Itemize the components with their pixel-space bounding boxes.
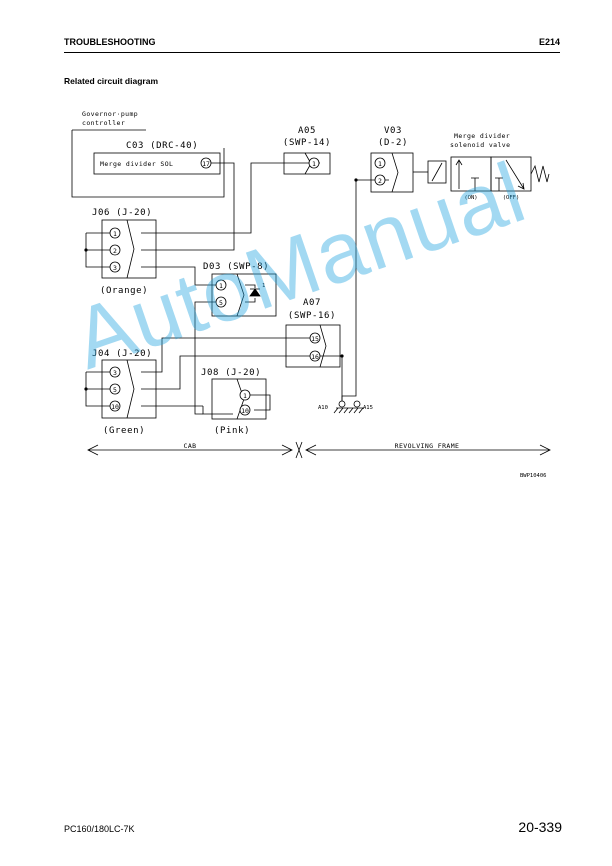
valve-label-line2: solenoid valve: [450, 141, 510, 149]
j04-pin-3: 3: [113, 369, 117, 377]
ground-a15: A15: [363, 405, 373, 411]
a05-pin-1: 1: [312, 160, 316, 168]
diagram-subtitle: Related circuit diagram: [64, 76, 159, 86]
valve-label-line1: Merge divider: [454, 132, 510, 140]
c03-connector-label: C03 (DRC-40): [126, 141, 198, 151]
ground-a10: A10: [318, 405, 328, 411]
j04-color: (Green): [103, 426, 145, 436]
v03-type: (D-2): [378, 138, 408, 148]
valve-on-label: (ON): [464, 195, 477, 201]
footer-page-number: 20-339: [518, 819, 562, 835]
page-header: TROUBLESHOOTING E214: [64, 36, 560, 53]
footer-model: PC160/180LC-7K: [64, 824, 135, 834]
j06-label: J06 (J-20): [92, 208, 152, 218]
zone-revolving-frame: REVOLVING FRAME: [395, 442, 460, 450]
controller-output-label: Merge divider SOL: [100, 160, 173, 168]
j06-connector-box: [101, 219, 157, 279]
j04-pin-5: 5: [113, 386, 117, 394]
j08-color: (Pink): [214, 426, 250, 436]
a07-label: A07: [303, 298, 321, 308]
a07-connector-box: [285, 324, 341, 368]
v03-pin-2: 2: [378, 177, 382, 185]
j06-color: (Orange): [100, 286, 148, 296]
solenoid-coil: [427, 160, 447, 184]
j08-connector-box: [211, 378, 267, 420]
a07-pin-16: 16: [311, 353, 319, 361]
j08-pin-10: 10: [241, 407, 249, 415]
d03-pin-5: 5: [219, 299, 223, 307]
valve-off-label: (OFF): [503, 195, 520, 201]
v03-label: V03: [384, 126, 402, 136]
d03-pin-1: 1: [219, 282, 223, 290]
j04-label: J04 (J-20): [92, 349, 152, 359]
a05-type: (SWP-14): [283, 138, 331, 148]
figure-code: BWP10406: [520, 473, 547, 479]
v03-pin-1: 1: [378, 160, 382, 168]
a05-connector-box: [283, 152, 331, 175]
a05-label: A05: [298, 126, 316, 136]
controller-name-line1: Governor·pump: [82, 110, 138, 118]
j06-pin-1: 1: [113, 230, 117, 238]
j08-pin-1: 1: [243, 392, 247, 400]
a07-type: (SWP-16): [288, 311, 336, 321]
page-code: E214: [538, 37, 560, 47]
j06-pin-2: 2: [113, 247, 117, 255]
zone-cab: CAB: [184, 442, 197, 450]
d03-diode-pin: 1: [262, 283, 265, 289]
d03-connector-box: [211, 273, 277, 317]
controller-output-box: [93, 152, 221, 175]
controller-name-line2: controller: [82, 119, 125, 127]
j06-pin-3: 3: [113, 264, 117, 272]
c03-pin-17: 17: [202, 160, 210, 168]
controller-box: [71, 130, 225, 198]
a07-pin-15: 15: [311, 335, 319, 343]
section-title: TROUBLESHOOTING: [64, 37, 156, 47]
d03-label: D03 (SWP-8): [203, 262, 269, 272]
j04-pin-10: 10: [111, 403, 119, 411]
j08-label: J08 (J-20): [201, 368, 261, 378]
